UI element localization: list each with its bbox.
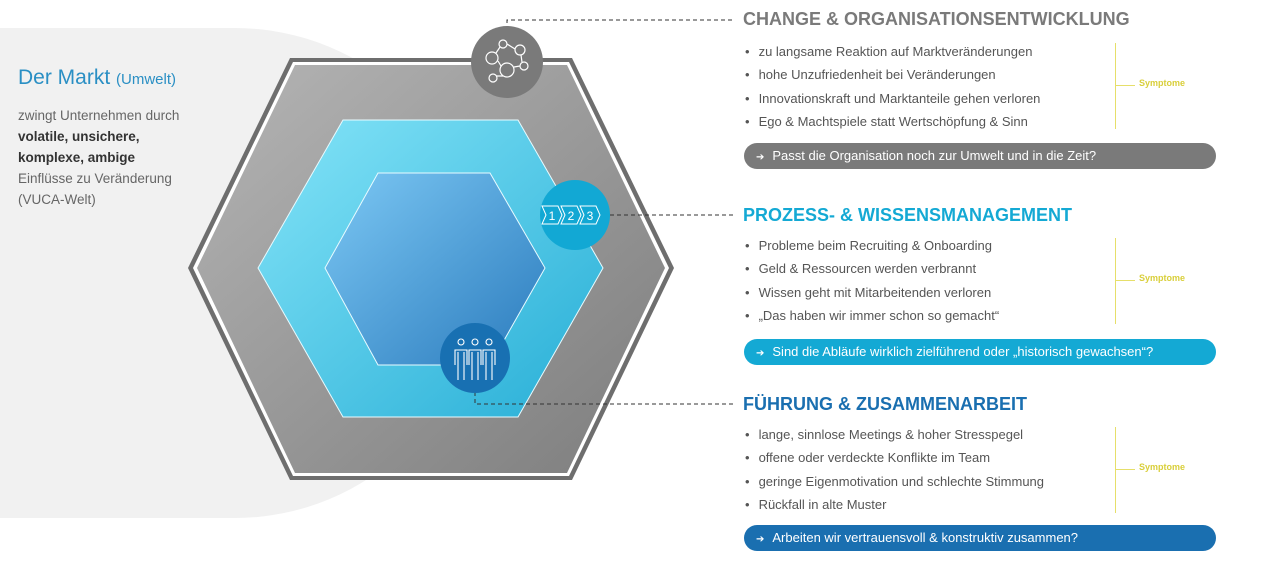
symptom-item: Geld & Ressourcen werden verbrannt xyxy=(745,257,1105,280)
section-title: FÜHRUNG & ZUSAMMENARBEIT xyxy=(743,394,1027,414)
symptom-item: Ego & Machtspiele statt Wertschöpfung & … xyxy=(745,110,1105,133)
symptom-item: hohe Unzufriedenheit bei Veränderungen xyxy=(745,63,1105,86)
question-button[interactable]: ➔Passt die Organisation noch zur Umwelt … xyxy=(744,143,1216,169)
symptoms-bracket: Symptome xyxy=(1115,238,1195,324)
symptom-item: offene oder verdeckte Konflikte im Team xyxy=(745,446,1105,469)
step-number: 1 xyxy=(549,209,556,223)
symptom-item: Probleme beim Recruiting & Onboarding xyxy=(745,234,1105,257)
symptom-item: Innovationskraft und Marktanteile gehen … xyxy=(745,87,1105,110)
step-number: 2 xyxy=(568,209,575,223)
symptom-item: geringe Eigenmotivation und schlechte St… xyxy=(745,470,1105,493)
section-title: CHANGE & ORGANISATIONSENTWICKLUNG xyxy=(743,9,1130,29)
connector-line-1 xyxy=(506,19,735,30)
arrow-icon: ➔ xyxy=(756,348,765,359)
symptom-item: Wissen geht mit Mitarbeitenden verloren xyxy=(745,281,1105,304)
section-leadership: FÜHRUNG & ZUSAMMENARBEIT lange, sinnlose… xyxy=(743,394,1217,551)
section-change: CHANGE & ORGANISATIONSENTWICKLUNG zu lan… xyxy=(743,9,1217,169)
step-number: 3 xyxy=(587,209,594,223)
section-title: PROZESS- & WISSENSMANAGEMENT xyxy=(743,205,1073,225)
symptom-item: lange, sinnlose Meetings & hoher Stressp… xyxy=(745,423,1105,446)
symptoms-bracket: Symptome xyxy=(1115,43,1195,129)
team-icon xyxy=(440,323,510,393)
connector-line-3 xyxy=(474,392,735,405)
section-process: PROZESS- & WISSENSMANAGEMENT Probleme be… xyxy=(743,205,1217,365)
symptom-item: „Das haben wir immer schon so gemacht“ xyxy=(745,304,1105,327)
question-button[interactable]: ➔Sind die Abläufe wirklich zielführend o… xyxy=(744,339,1216,365)
symptom-item: zu langsame Reaktion auf Marktveränderun… xyxy=(745,40,1105,63)
question-button[interactable]: ➔Arbeiten wir vertrauensvoll & konstrukt… xyxy=(744,525,1216,551)
arrow-icon: ➔ xyxy=(756,152,765,163)
symptoms-bracket: Symptome xyxy=(1115,427,1195,513)
network-icon xyxy=(471,26,543,98)
inner-hexagon xyxy=(324,172,546,366)
arrow-icon: ➔ xyxy=(756,534,765,545)
market-title: Der Markt (Umwelt) xyxy=(18,66,177,89)
symptom-item: Rückfall in alte Muster xyxy=(745,493,1105,516)
